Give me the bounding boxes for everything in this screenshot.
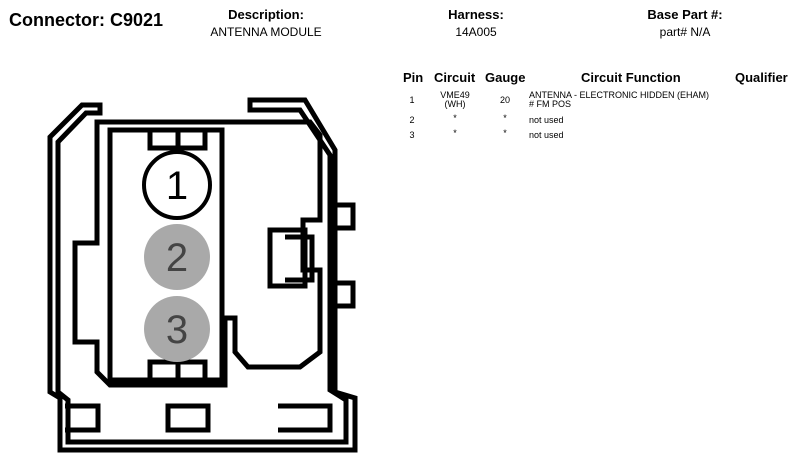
col-header-circuit: Circuit xyxy=(434,70,476,85)
pin-2: 2 xyxy=(144,224,210,290)
col-header-pin: Pin xyxy=(403,70,424,85)
pin-cavity xyxy=(144,296,210,362)
function-cell: not used xyxy=(529,115,564,125)
pin-cell: 3 xyxy=(409,130,415,140)
function-cell-line2: # FM POS xyxy=(529,99,572,109)
connector-housing xyxy=(47,97,358,453)
pin-cell: 2 xyxy=(409,115,415,125)
pin-3: 3 xyxy=(144,296,210,362)
circuit-cell: * xyxy=(453,128,457,138)
circuit-cell: VME49 xyxy=(440,90,470,100)
harness-label: Harness: xyxy=(448,7,504,22)
gauge-cell: * xyxy=(503,113,507,123)
gauge-cell: 20 xyxy=(499,95,510,105)
harness-value: 14A005 xyxy=(455,25,497,39)
circuit-cell: * xyxy=(453,113,457,123)
gauge-cell: * xyxy=(503,128,507,138)
description-label: Description: xyxy=(228,7,304,22)
base-part-label: Base Part #: xyxy=(647,7,723,22)
pin-number-label: 1 xyxy=(166,164,188,208)
col-header-qualifier: Qualifier xyxy=(735,70,788,85)
base-part-value: part# N/A xyxy=(659,25,711,39)
pin-1: 1 xyxy=(142,150,212,220)
col-header-circuit-function: Circuit Function xyxy=(581,70,681,85)
description-value: ANTENNA MODULE xyxy=(210,25,322,39)
pin-cavity xyxy=(142,150,212,220)
col-header-gauge: Gauge xyxy=(485,70,526,85)
circuit-color-cell: (WH) xyxy=(444,99,466,109)
pin-number-label: 3 xyxy=(166,308,188,352)
connector-title: Connector: C9021 xyxy=(9,10,164,30)
function-cell: ANTENNA - ELECTRONIC HIDDEN (EHAM) xyxy=(529,90,710,100)
pin-cell: 1 xyxy=(409,95,415,105)
function-cell: not used xyxy=(529,130,564,140)
pin-cavity xyxy=(144,224,210,290)
pin-number-label: 2 xyxy=(166,236,188,280)
